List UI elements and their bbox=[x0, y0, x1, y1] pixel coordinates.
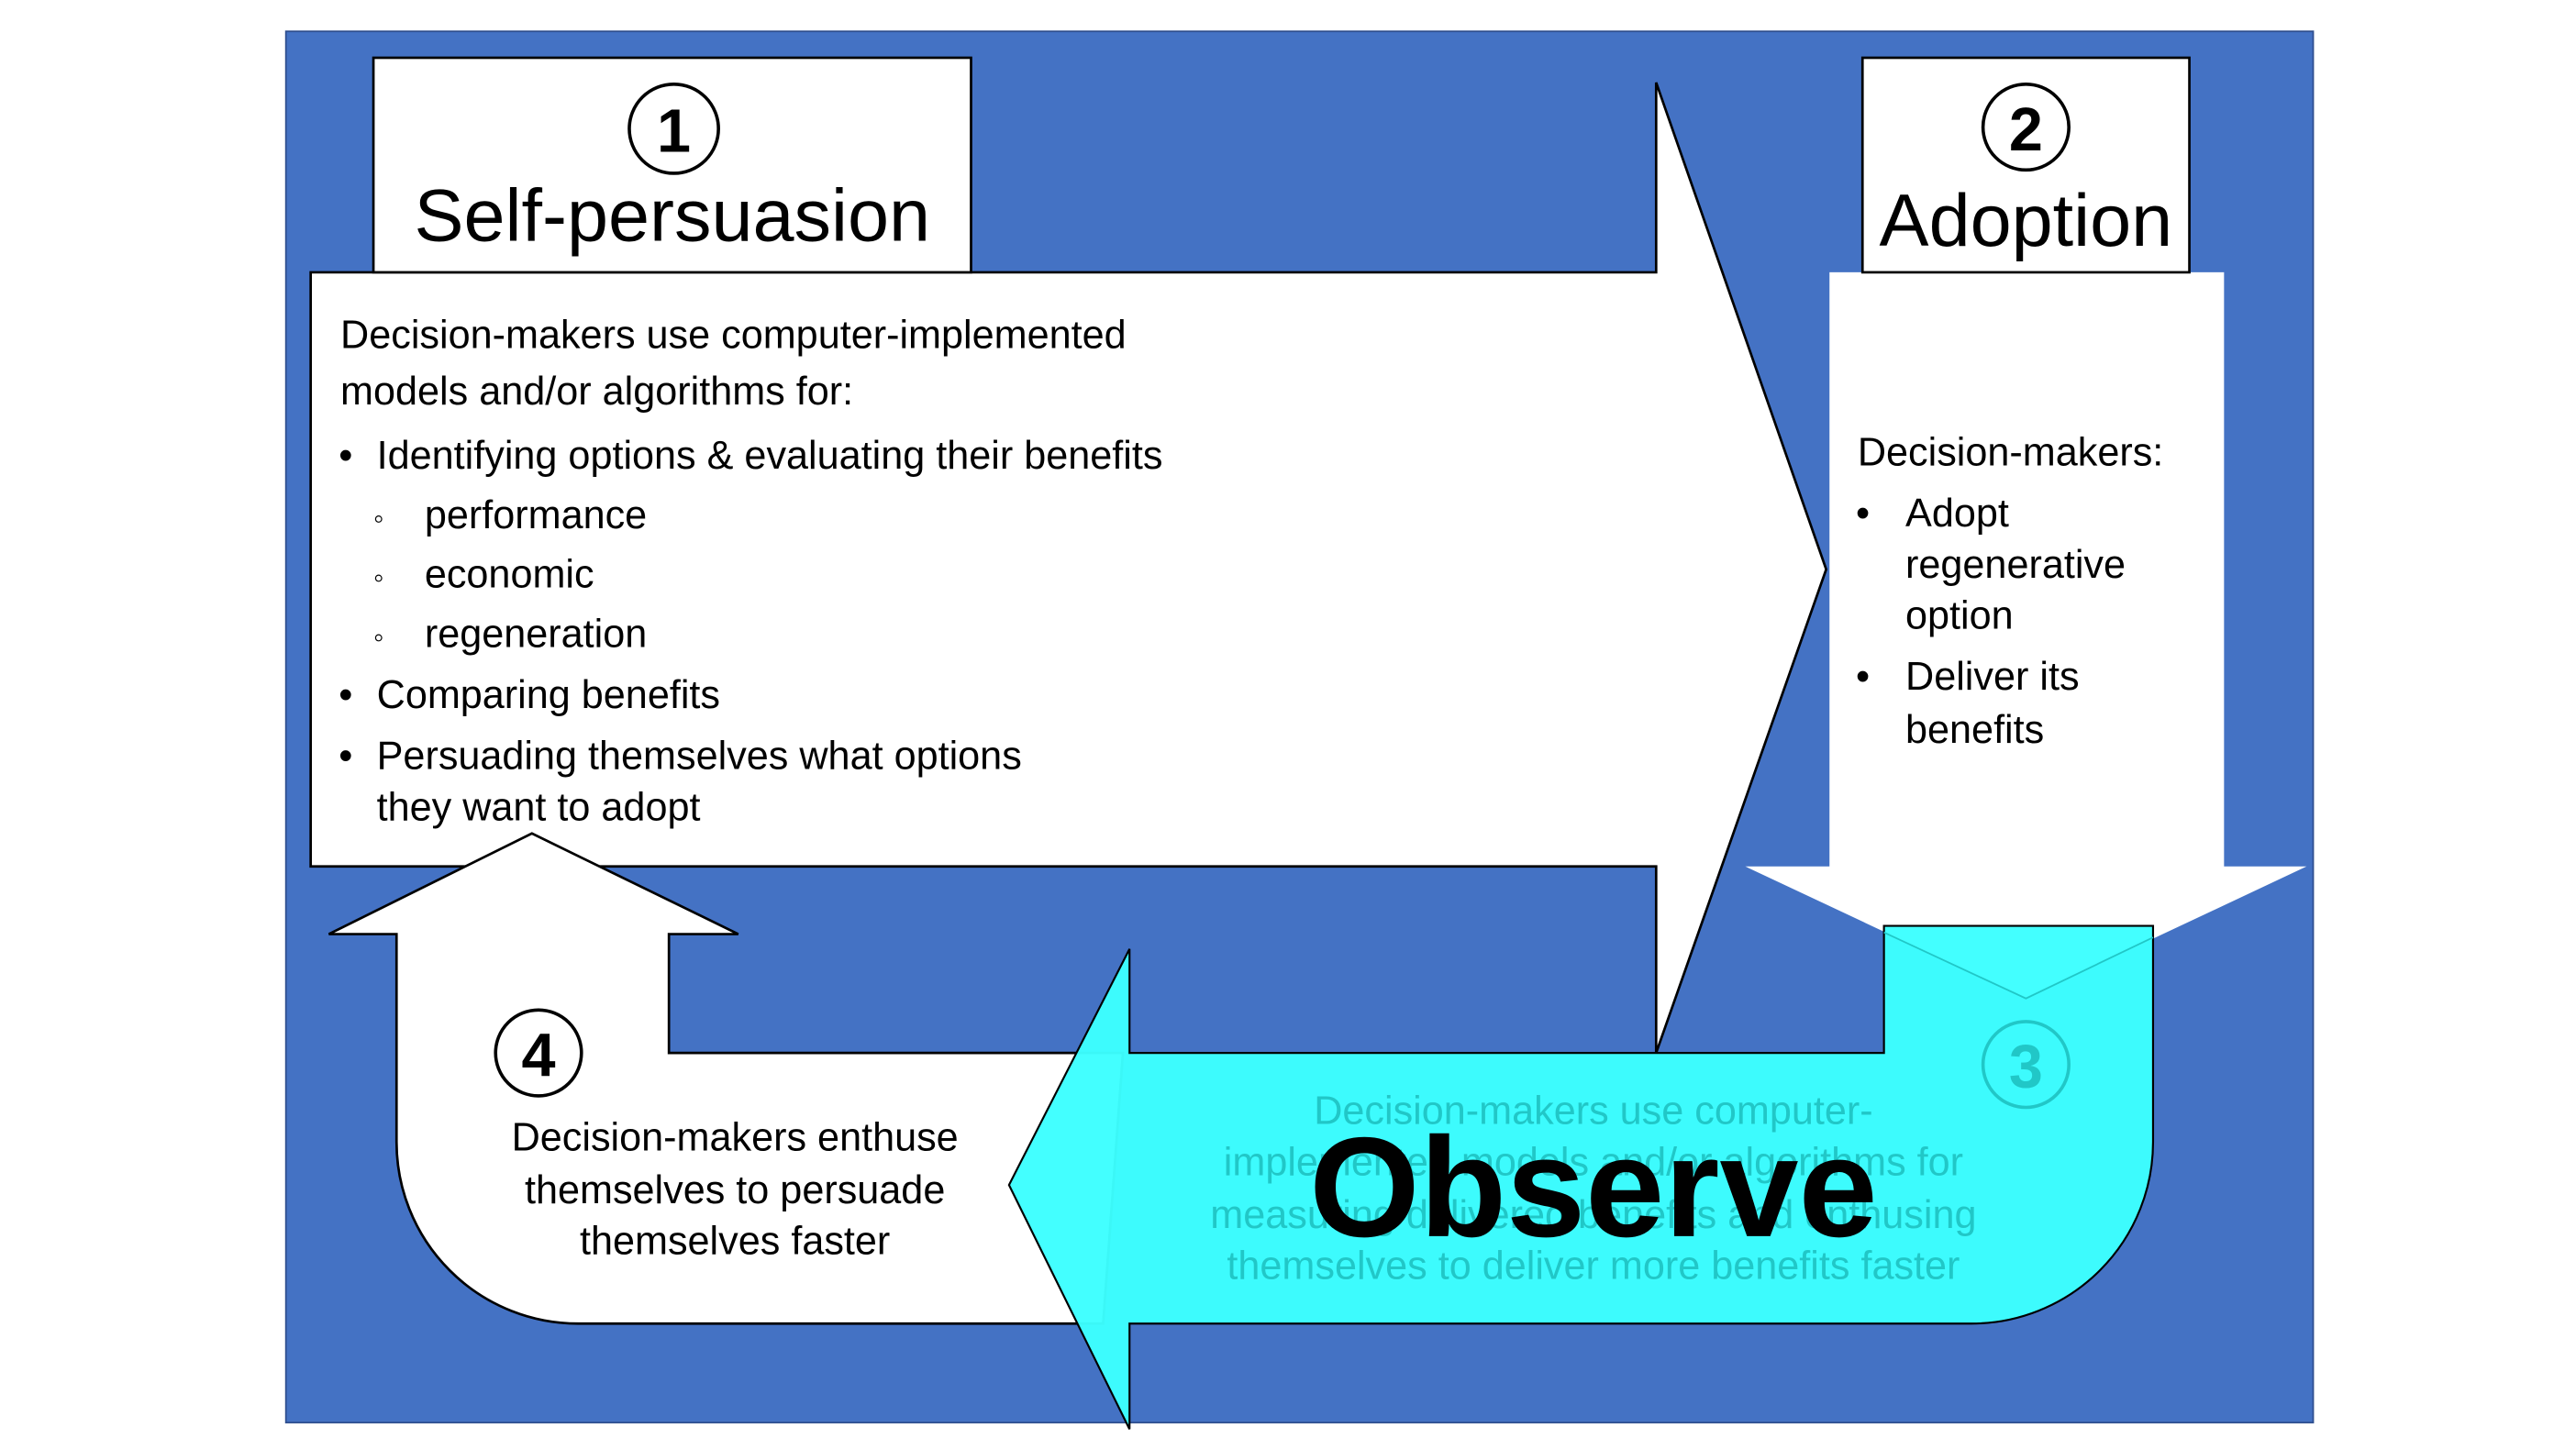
enthuse-arrow bbox=[328, 832, 1125, 1325]
step-3-badge bbox=[1981, 1020, 2071, 1110]
step3-line1: Decision-makers use computer- bbox=[1314, 1089, 1872, 1133]
step1-intro-line1: Decision-makers use computer-implemented bbox=[340, 314, 1127, 358]
step-4-badge bbox=[494, 1008, 583, 1098]
bullet-icon: • bbox=[1856, 655, 1870, 699]
step4-line2: themselves to persuade bbox=[525, 1168, 945, 1212]
adoption-title: Adoption bbox=[1880, 180, 2173, 262]
sub-bullet-icon: ◦ bbox=[373, 620, 383, 653]
step3-line4: themselves to deliver more benefits fast… bbox=[1227, 1244, 1960, 1289]
step2-item-adopt-line3: option bbox=[1905, 594, 2014, 638]
step1-sub-performance: performance bbox=[425, 493, 647, 537]
step2-item-adopt-line2: regenerative bbox=[1905, 543, 2126, 587]
step4-line3: themselves faster bbox=[580, 1220, 890, 1264]
sub-bullet-icon: ◦ bbox=[373, 561, 383, 594]
step-1-number: 1 bbox=[657, 98, 691, 166]
self-persuasion-title: Self-persuasion bbox=[414, 175, 930, 258]
step3-line2: implemented models and/or algorithms for bbox=[1224, 1140, 1963, 1184]
step-2-number: 2 bbox=[2009, 96, 2043, 164]
step1-item-persuading-line1: Persuading themselves what options bbox=[377, 735, 1022, 779]
bullet-icon: • bbox=[339, 673, 352, 717]
step1-intro-line2: models and/or algorithms for: bbox=[340, 370, 853, 414]
step-1-badge bbox=[627, 82, 720, 175]
observe-label: Observe bbox=[1309, 1108, 1877, 1266]
step1-item-persuading-line2: they want to adopt bbox=[377, 785, 701, 829]
observe-arrow-inner-edge bbox=[1883, 931, 2154, 1000]
step2-intro: Decision-makers: bbox=[1858, 430, 2163, 474]
bullet-icon: • bbox=[339, 434, 352, 478]
step2-item-deliver-line1: Deliver its bbox=[1905, 655, 2080, 699]
bullet-icon: • bbox=[1856, 492, 1870, 536]
observe-arrow bbox=[1007, 924, 2155, 1430]
step1-item-identifying: Identifying options & evaluating their b… bbox=[377, 434, 1163, 478]
step4-line1: Decision-makers enthuse bbox=[512, 1115, 959, 1159]
step-3-number: 3 bbox=[2009, 1034, 2043, 1101]
step2-item-deliver-line2: benefits bbox=[1905, 708, 2044, 752]
step-4-number: 4 bbox=[521, 1022, 555, 1090]
step-2-badge bbox=[1981, 82, 2071, 172]
step1-item-comparing: Comparing benefits bbox=[377, 673, 720, 717]
step1-sub-regeneration: regeneration bbox=[425, 612, 647, 656]
step3-line3: measuring delivered benefits and enthusi… bbox=[1210, 1193, 1976, 1237]
step2-item-adopt-line1: Adopt bbox=[1905, 492, 2009, 536]
step1-sub-economic: economic bbox=[425, 553, 594, 597]
bullet-icon: • bbox=[339, 735, 352, 779]
adoption-arrow bbox=[1745, 271, 2307, 999]
sub-bullet-icon: ◦ bbox=[373, 502, 383, 535]
